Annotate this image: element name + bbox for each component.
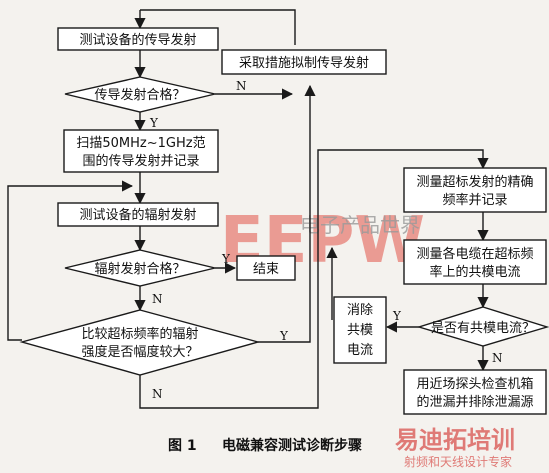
label-scan-line1: 扫描50MHz~1GHz范 (76, 136, 205, 151)
label-has-cm: 是否有共模电流？ (431, 321, 535, 336)
label-eliminate-line1: 消除 (347, 303, 373, 318)
label-suppress: 采取措施拟制传导发射 (239, 55, 369, 71)
label-eliminate-line3: 电流 (347, 343, 373, 358)
label-test-radiated: 测试设备的辐射发射 (79, 207, 196, 223)
caption-figure-number: 图 1 (168, 438, 197, 454)
label-compare-line2: 强度是否幅度较大？ (81, 344, 198, 360)
watermark-brand-cn: 电子产品世界 (300, 213, 420, 237)
decision-conducted-ok (64, 76, 216, 113)
caption-title: 电磁兼容测试诊断步骤 (222, 437, 362, 454)
node-probe (403, 369, 547, 415)
label-d3-yes: Y (392, 309, 402, 323)
decision-compare (19, 309, 261, 376)
label-scan-line2: 围的传导发射并记录 (82, 153, 199, 169)
label-d3-no: N (492, 351, 503, 365)
label-compare-line1: 比较超标频率的辐射 (81, 326, 198, 342)
node-suppress (221, 49, 387, 75)
decision-radiated-ok (64, 249, 216, 287)
node-test-conducted (57, 27, 219, 51)
label-probe-line1: 用近场探头检查机箱 (416, 376, 533, 392)
node-measure-freq (403, 167, 547, 213)
label-compare-no: N (152, 387, 163, 401)
label-measure-freq-line1: 测量超标发射的精确 (416, 174, 533, 190)
label-d1-yes: Y (149, 116, 159, 130)
site-logo-text: 易迪拓培训 (395, 426, 515, 454)
node-end (236, 255, 296, 281)
label-probe-line2: 的泄漏并排除泄漏源 (416, 394, 533, 410)
label-d1-no: N (236, 79, 247, 93)
edge-compare-yes (258, 84, 316, 343)
node-eliminate (333, 296, 387, 364)
site-logo-watermark: 易迪拓培训 射频和天线设计专家 (395, 426, 515, 469)
label-compare-yes: Y (279, 329, 289, 343)
node-test-radiated (57, 202, 219, 227)
label-d2-yes: Y (221, 252, 231, 266)
label-eliminate-line2: 共模 (347, 323, 373, 338)
label-test-conducted: 测试设备的传导发射 (79, 32, 196, 48)
label-conducted-ok: 传导发射合格？ (94, 87, 185, 103)
label-measure-freq-line2: 频率并记录 (442, 192, 507, 208)
label-end: 结束 (253, 262, 279, 277)
edge-compare-no (139, 149, 489, 409)
label-measure-cm-line2: 率上的共模电流 (429, 264, 520, 280)
node-scan (63, 129, 219, 173)
edge-loop-left (7, 180, 134, 341)
label-measure-cm-line1: 测量各电缆在超标频 (416, 246, 533, 262)
site-logo-subtitle: 射频和天线设计专家 (404, 454, 512, 469)
label-d2-no: N (152, 292, 163, 306)
label-radiated-ok: 辐射发射合格？ (94, 261, 185, 277)
connectors (7, 9, 489, 409)
node-measure-cm (403, 239, 547, 285)
edge-loop-top (140, 9, 296, 45)
decision-has-cm (416, 306, 549, 347)
